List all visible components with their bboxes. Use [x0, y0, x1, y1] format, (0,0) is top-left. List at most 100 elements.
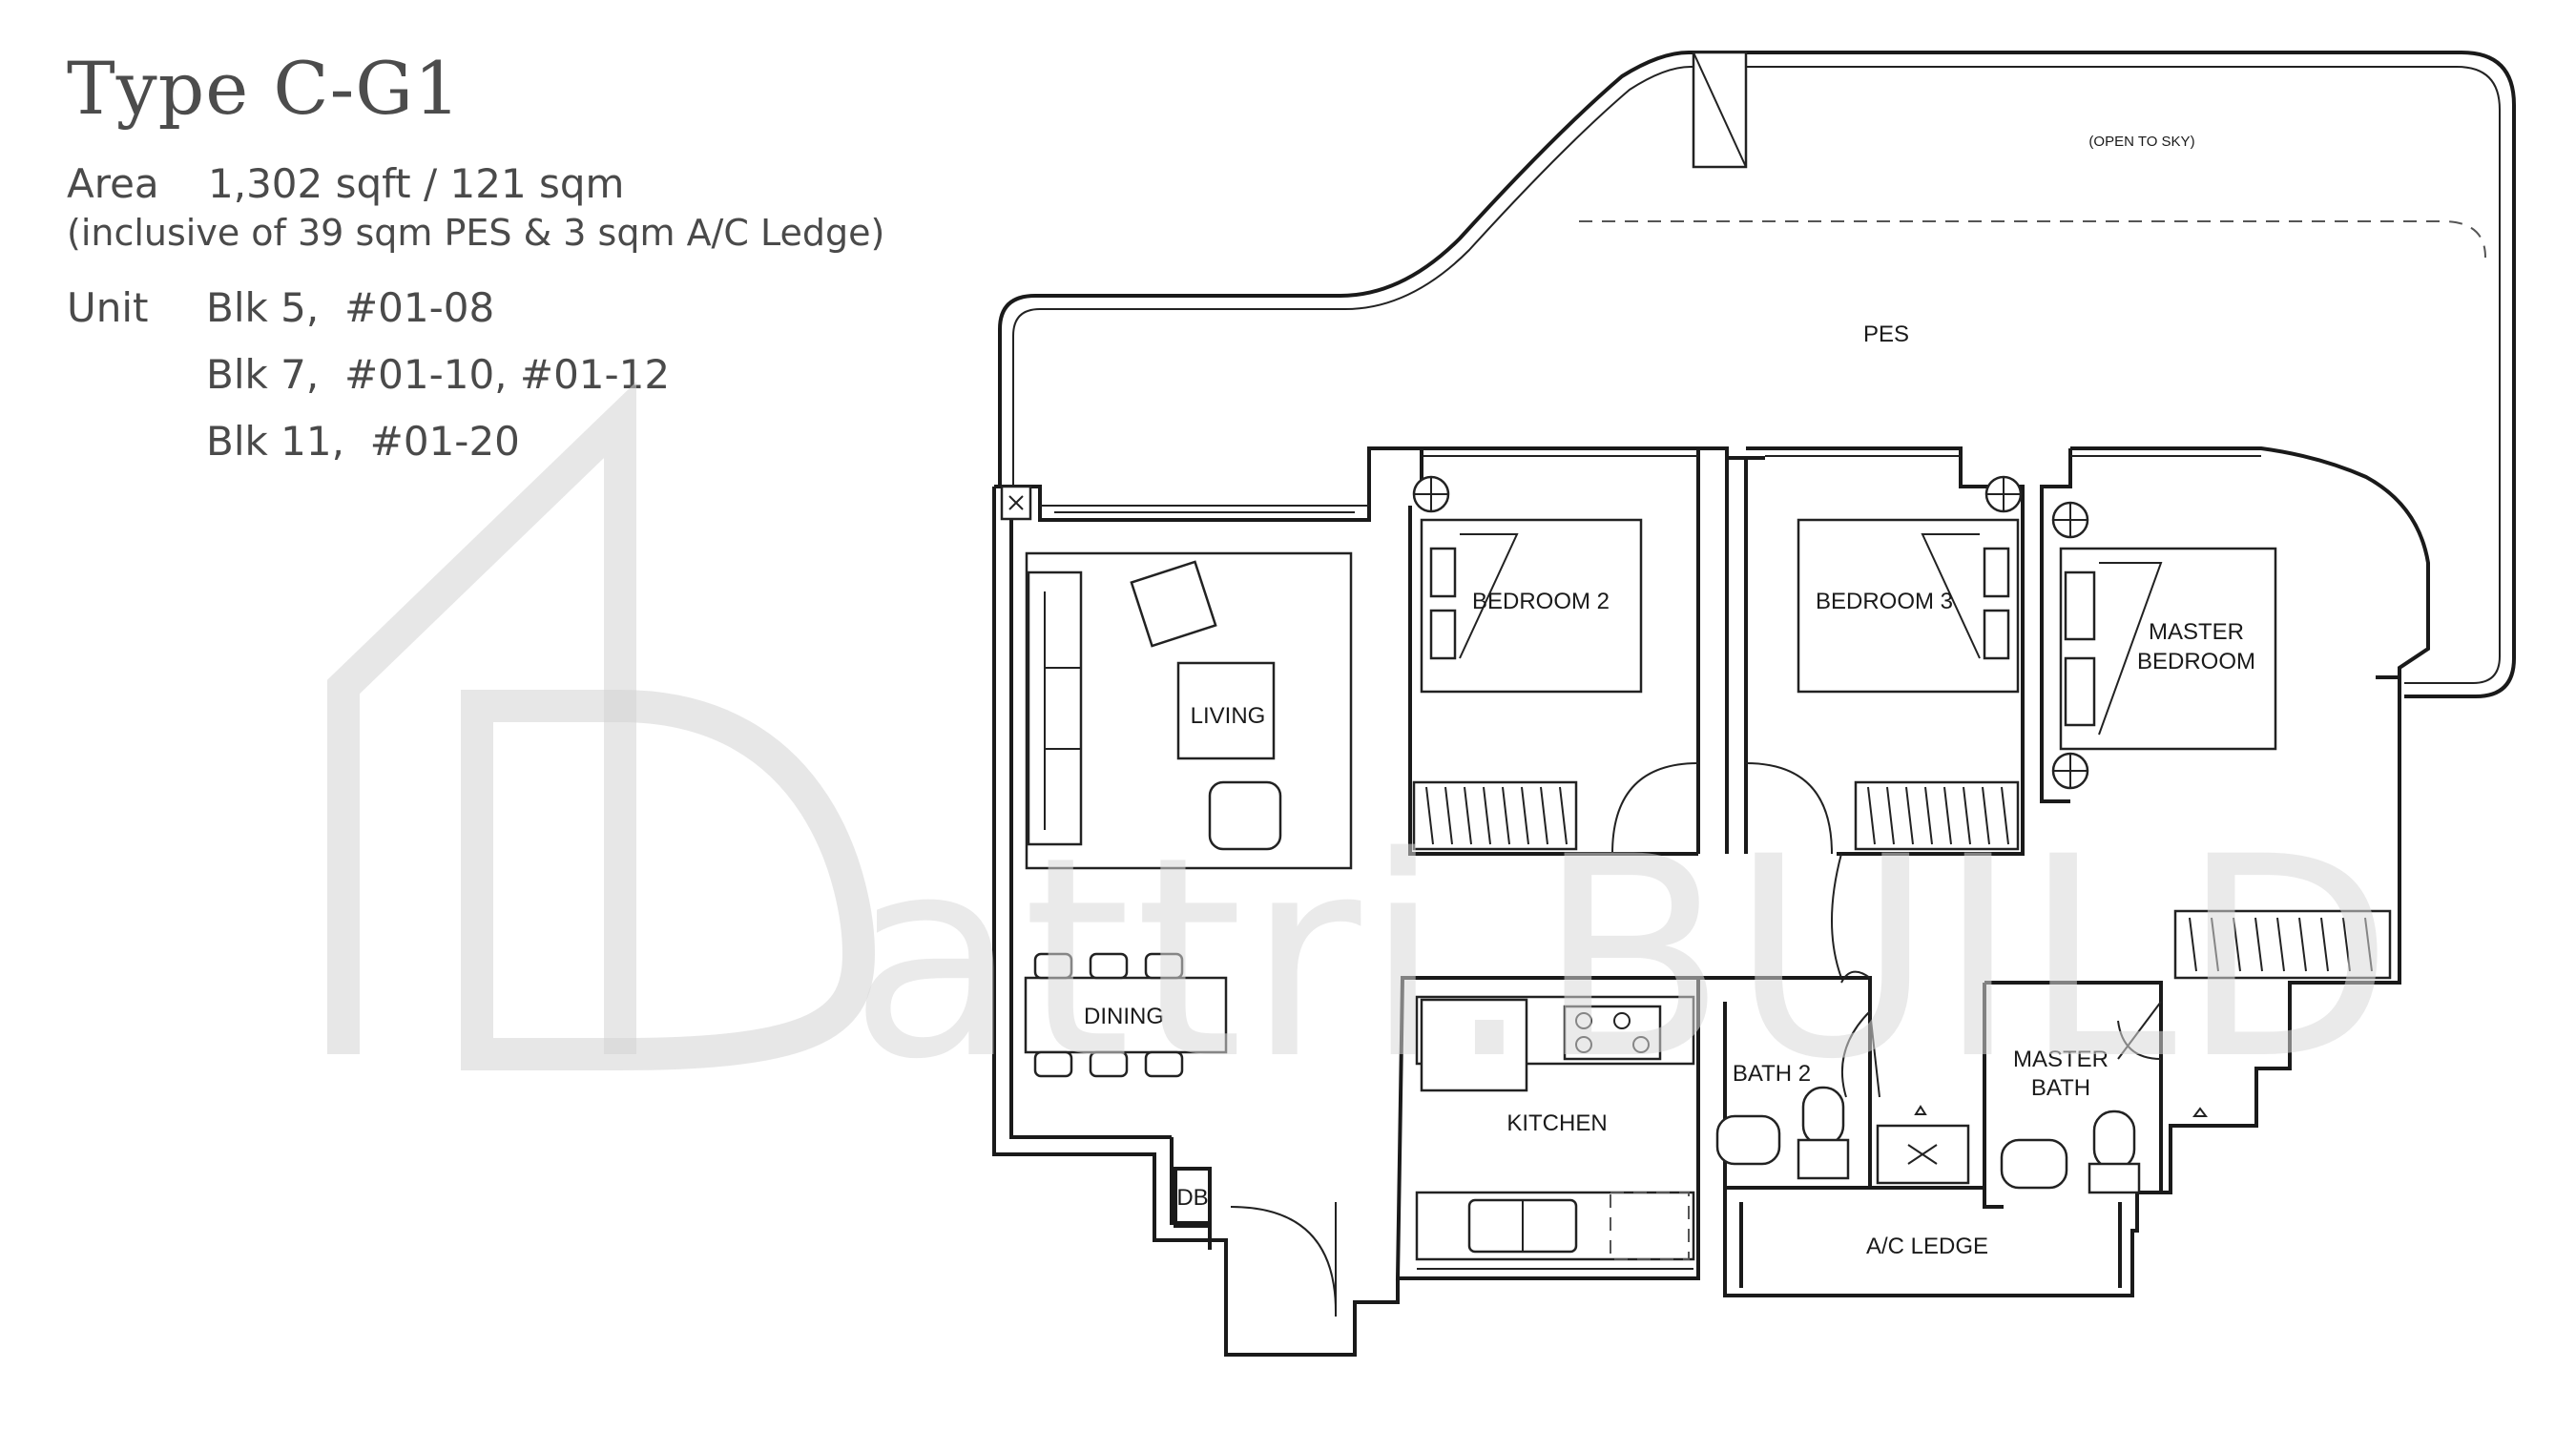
basin — [1715, 1114, 1781, 1166]
ottoman — [1208, 780, 1282, 851]
pillow — [2064, 656, 2096, 727]
pillow — [1429, 609, 1457, 660]
living-label: LIVING — [1191, 703, 1266, 729]
toilet — [2092, 1110, 2136, 1171]
washing-machine — [1610, 1192, 1690, 1260]
room-labels: (OPEN TO SKY) PES LIVING DINING BEDROOM … — [1084, 134, 2255, 1259]
vent-marker-icon — [1914, 1105, 1927, 1115]
pes-planter-diagonal — [1693, 52, 1747, 168]
entrance-door — [1230, 1202, 1337, 1317]
bath2-label: BATH 2 — [1733, 1061, 1811, 1087]
bedroom2-door-swing — [1611, 762, 1699, 855]
watermark-logo — [327, 381, 876, 1070]
bed-sheet-fold — [1459, 533, 1519, 659]
master-bath-label-line1: MASTER — [2013, 1047, 2109, 1072]
planter-cross-icon — [1008, 495, 1024, 510]
burner-icon — [1632, 1036, 1650, 1053]
master-bedroom-label-line1: MASTER — [2149, 619, 2244, 645]
area-value: 1,302 sqft / 121 sqm — [208, 160, 625, 207]
pes-boundary — [998, 51, 2516, 698]
bedroom2-left-wall — [1408, 506, 1698, 856]
db-wall — [1170, 1137, 1212, 1250]
pillow — [2064, 570, 2096, 641]
wardrobe — [1854, 780, 2020, 851]
watermark-text: attri.BUILD — [849, 798, 2398, 1120]
dining-chair — [1144, 952, 1184, 980]
kitchen-walls — [1395, 976, 1700, 1280]
master-bedroom-furniture — [2051, 501, 2392, 980]
unit-numbers: #01-20 — [369, 418, 520, 465]
master-bedroom-curved-wall — [2070, 446, 2430, 983]
kitchen-furniture — [1415, 995, 1695, 1270]
master-bed — [2059, 547, 2277, 751]
basin — [2000, 1138, 2068, 1190]
pes-inner-wall — [1012, 66, 2501, 684]
ac-ledge-walls — [1723, 1188, 2134, 1297]
living-furniture — [1025, 551, 1353, 870]
lamp-icon — [1414, 477, 1448, 511]
dining-furniture — [1024, 952, 1228, 1078]
toilet-tank — [1797, 1138, 1850, 1180]
bedroom3-door-swing — [1745, 762, 1833, 855]
toilet-tank — [2088, 1162, 2141, 1194]
floor-trap-icon — [1907, 1144, 1938, 1165]
dining-chair — [1033, 952, 1073, 980]
unit-numbers: #01-10, #01-12 — [343, 351, 671, 398]
fridge — [1420, 998, 1528, 1092]
burner-icon — [1613, 1012, 1631, 1029]
living-left-wall — [992, 487, 1400, 1357]
watermark-d-shape — [461, 690, 876, 1070]
area-note: (inclusive of 39 sqm PES & 3 sqm A/C Led… — [67, 212, 885, 254]
windows — [1000, 455, 2261, 521]
bath2-fixtures — [1715, 853, 1970, 1185]
sofa — [1027, 570, 1083, 846]
wardrobe-hangers — [1867, 786, 2009, 845]
bedroom2-furniture — [1412, 475, 1699, 855]
db-box — [1174, 1167, 1212, 1228]
entrance-door-swing — [1230, 1206, 1337, 1313]
living-left-inner-wall — [1009, 506, 1172, 1139]
wardrobe — [1412, 780, 1578, 851]
pes-label: PES — [1863, 321, 1909, 347]
lamp-icon — [2053, 503, 2088, 537]
dining-label: DINING — [1084, 1004, 1164, 1029]
master-bath-right-wall — [2130, 675, 2401, 1288]
pillow — [1983, 609, 2010, 660]
hob — [1563, 1005, 1662, 1061]
door-swing-arc — [1840, 970, 1871, 984]
pes-outer-wall — [998, 51, 2516, 698]
corridor-door-swing — [1831, 853, 1842, 979]
dining-chair — [1089, 952, 1129, 980]
pillow — [1429, 547, 1457, 598]
area-label: Area — [67, 160, 159, 207]
bath2-door-swing — [1840, 1010, 1871, 1098]
armchair — [1130, 560, 1217, 648]
unit-numbers: #01-08 — [343, 284, 495, 331]
master-bath-door-swing — [2117, 1020, 2162, 1060]
bath2-door-leaf — [1869, 1010, 1880, 1098]
ac-ledge-inner-walls — [1739, 1202, 2122, 1288]
bed-sheet-fold — [1921, 533, 1981, 659]
bedroom2-top-wall — [1369, 446, 1700, 854]
bedroom3-label: BEDROOM 3 — [1816, 589, 1953, 614]
unit-block: Blk 7, — [206, 351, 320, 398]
kitchen-label: KITCHEN — [1506, 1110, 1607, 1136]
unit-block: Blk 5, — [206, 284, 320, 331]
open-to-sky-label: (OPEN TO SKY) — [2088, 134, 2194, 150]
unit-label: Unit — [67, 284, 149, 331]
burner-icon — [1575, 1036, 1592, 1053]
ac-ledge-label: A/C LEDGE — [1866, 1234, 1988, 1259]
master-bedroom-label-line2: BEDROOM — [2137, 649, 2255, 674]
db-label: DB — [1176, 1185, 1208, 1211]
pes-dashed-line — [1578, 219, 2486, 259]
unit-row: Blk 7, #01-10, #01-12 — [206, 351, 670, 398]
master-bath-fixtures — [2000, 1001, 2208, 1194]
unit-row: Blk 5, #01-08 — [206, 284, 494, 331]
dining-chair — [1089, 1050, 1129, 1078]
lamp-icon — [2053, 754, 2088, 788]
unit-block: Blk 11, — [206, 418, 344, 465]
bedroom3-furniture — [1745, 475, 2023, 855]
master-bath-label-line2: BATH — [2031, 1075, 2090, 1101]
bed-sheet-fold — [2098, 562, 2163, 736]
